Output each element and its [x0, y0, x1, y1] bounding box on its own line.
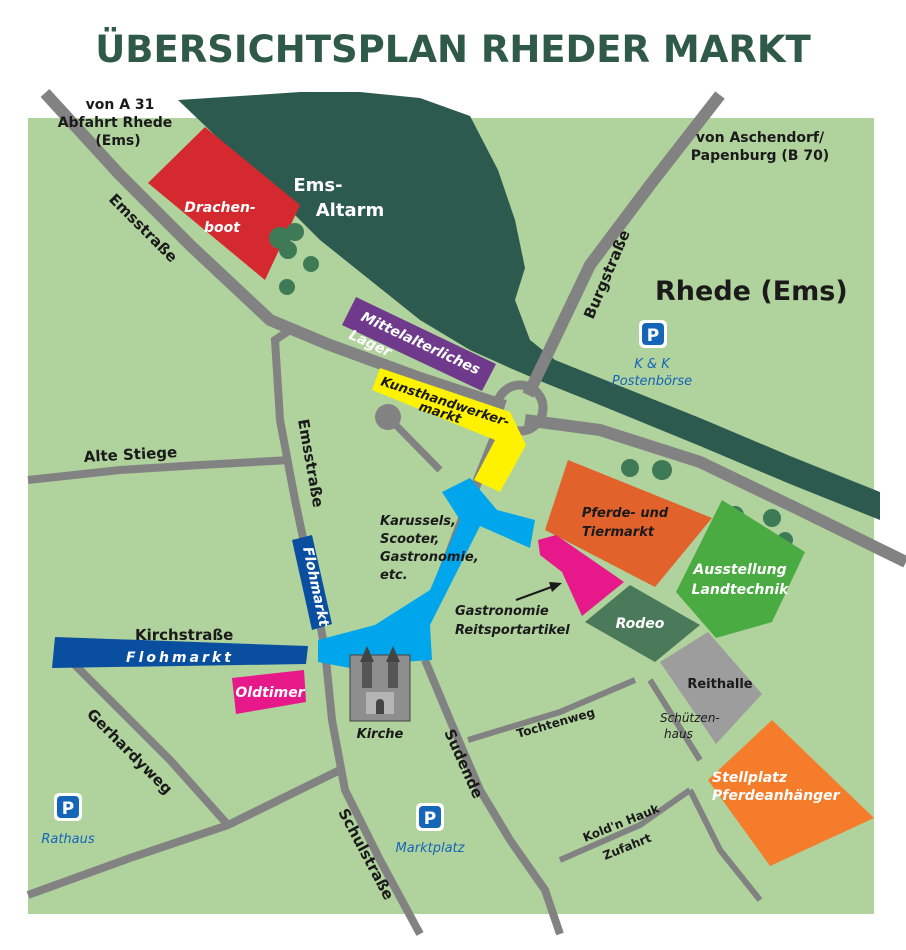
stellplatz-label-1: Stellplatz [712, 770, 788, 786]
parking-rathaus-label: Rathaus [41, 832, 95, 847]
map-title: ÜBERSICHTSPLAN RHEDER MARKT [95, 27, 811, 71]
parking-kk-label-2: Postenbörse [612, 374, 692, 389]
parking-kk-symbol: P [647, 326, 659, 346]
drachenboot-area[interactable] [148, 127, 300, 280]
reithalle-area[interactable] [660, 632, 762, 744]
drachenboot-label-1: Drachen- [184, 200, 256, 216]
tree-icon [279, 279, 295, 295]
road-koldn-hauk [558, 787, 692, 863]
parking-icon [57, 796, 79, 818]
parking-kk-label-1: K & K [634, 357, 671, 372]
ausstellung-area[interactable] [676, 500, 805, 638]
town-label: Rhede (Ems) [655, 276, 848, 307]
ausstellung-label-1: Ausstellung [692, 562, 786, 578]
road-schuetzenhaus [647, 678, 703, 762]
parking-marktplatz-symbol: P [424, 809, 436, 829]
flohmarkt-h-area[interactable] [52, 637, 308, 668]
road-emsstrasse-main [40, 88, 507, 412]
tree-icons [269, 223, 793, 548]
parking-marktplatz[interactable]: P Marktplatz [396, 803, 466, 856]
arrow-line [515, 584, 558, 601]
street-kirchstrasse: Kirchstraße [135, 626, 233, 644]
flohmarkt-v-area[interactable] [292, 535, 332, 630]
rodeo-label: Rodeo [616, 616, 665, 632]
road-gerhardyweg [67, 657, 231, 828]
stellplatz-label-2: Pferdeanhänger [712, 788, 841, 804]
parking-rathaus-symbol: P [62, 799, 74, 819]
church-icon [349, 646, 411, 722]
direction-ne-line1: von Aschendorf/ [696, 130, 825, 146]
direction-nw-line1: von A 31 [86, 97, 155, 113]
church-label: Kirche [357, 727, 404, 742]
kirmes-area[interactable] [318, 478, 535, 668]
water-label-1: Ems- [293, 175, 342, 196]
parking-marktplatz-label: Marktplatz [396, 841, 466, 856]
parking-rathaus[interactable]: P Rathaus [41, 793, 95, 847]
reithalle-label: Reithalle [687, 677, 752, 692]
oldtimer-area[interactable] [232, 670, 306, 714]
tree-icon [763, 509, 781, 527]
road-southwest [26, 766, 342, 899]
road-sudende [421, 658, 564, 936]
road-zufahrt [687, 788, 763, 902]
tree-icon [286, 223, 304, 241]
roads [26, 88, 906, 936]
flohmarkt-h-label: Flohmarkt [126, 650, 234, 666]
road-east [524, 414, 906, 568]
gastro-label-2: Reitsportartikel [455, 623, 570, 638]
oldtimer-label: Oldtimer [235, 685, 305, 701]
road-alte-stiege [27, 456, 291, 484]
kunsthandwerker-area[interactable] [372, 368, 526, 492]
kirmes-label-2: Scooter, [380, 532, 439, 547]
drachenboot-label-2: boot [204, 220, 241, 236]
kirmes-label-3: Gastronomie, [380, 550, 479, 565]
arrow-head-icon [549, 582, 562, 592]
water-label-2: Altarm [316, 200, 384, 221]
parking-kk[interactable]: P K & K Postenbörse [612, 320, 692, 389]
schuetzenhaus-label-1: Schützen- [660, 711, 720, 725]
rodeo-area[interactable] [585, 585, 700, 662]
kirmes-label-4: etc. [380, 568, 408, 583]
stellplatz-area[interactable] [708, 720, 874, 866]
cul-de-sac-end [375, 404, 401, 430]
tree-icon [279, 241, 297, 259]
ausstellung-label-2: Landtechnik [692, 582, 791, 598]
direction-nw-line2: Abfahrt Rhede [58, 115, 173, 131]
direction-nw-line3: (Ems) [95, 133, 140, 149]
road-burgstrasse [522, 91, 725, 398]
tree-icon [303, 256, 319, 272]
parking-icon [419, 806, 441, 828]
tree-icon [621, 459, 639, 477]
ems-altarm-water [178, 92, 880, 520]
tree-icon [652, 460, 672, 480]
pferde-label-2: Tiermarkt [582, 525, 655, 540]
direction-ne-line2: Papenburg (B 70) [691, 148, 829, 164]
pferde-label-1: Pferde- und [582, 506, 669, 521]
parking-icon [642, 323, 664, 345]
gastro-area[interactable] [538, 535, 624, 616]
road-tochtenweg [467, 677, 637, 743]
gastro-label-1: Gastronomie [455, 604, 549, 619]
mittelalter-area[interactable] [342, 297, 496, 391]
kirmes-label-1: Karussels, [380, 514, 456, 529]
street-alte-stiege: Alte Stiege [83, 443, 177, 466]
pferde-area[interactable] [545, 460, 712, 587]
schuetzenhaus-label-2: haus [664, 727, 693, 741]
